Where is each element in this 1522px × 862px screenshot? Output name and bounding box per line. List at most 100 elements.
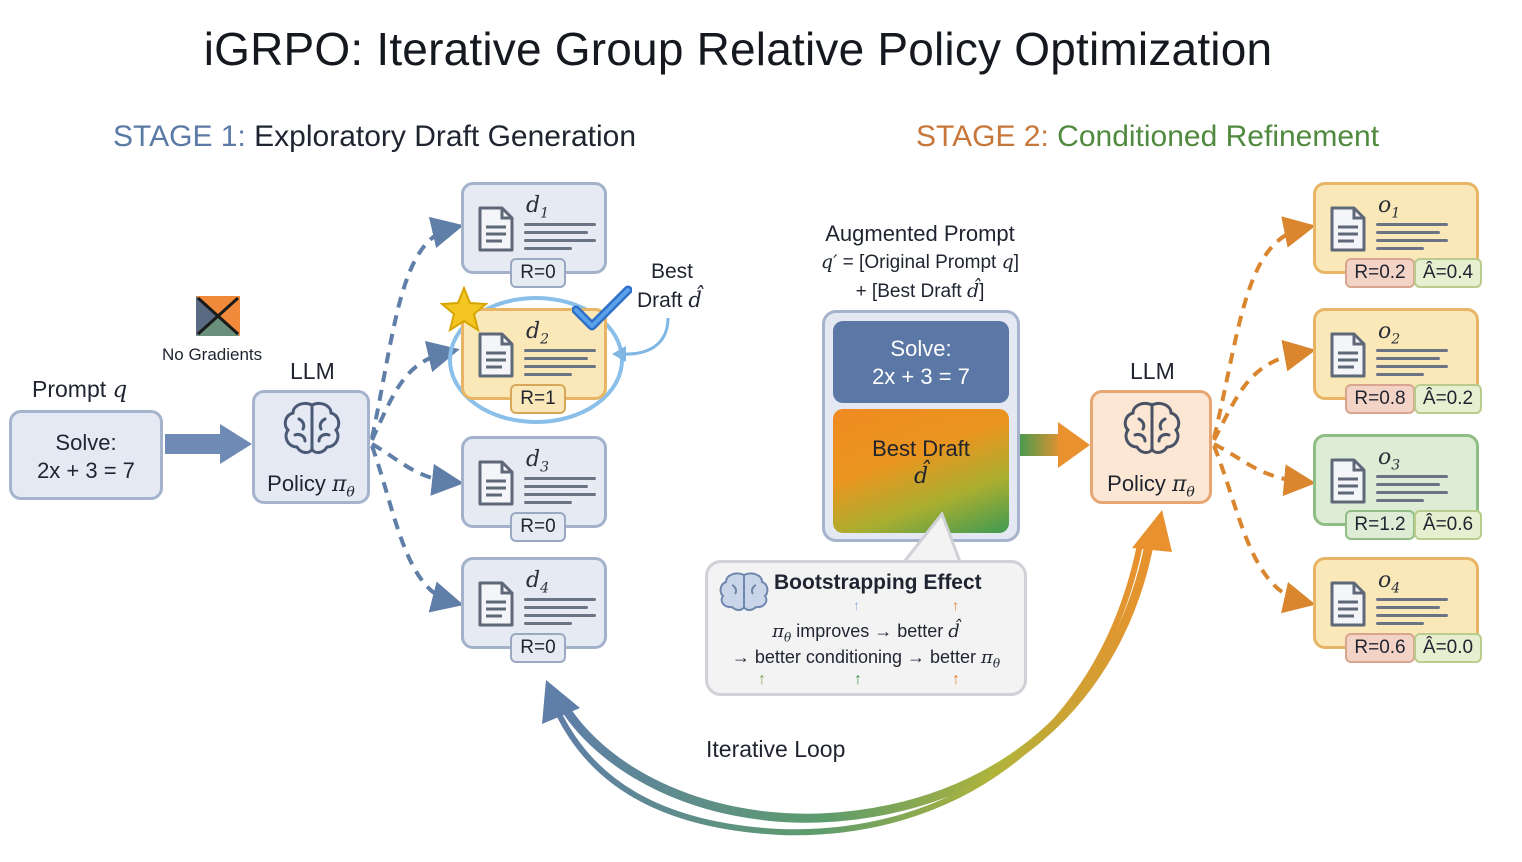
augmented-best2: d̂ [913,464,929,489]
document-icon [1330,206,1366,252]
text-lines [1376,598,1448,630]
document-icon [1330,581,1366,627]
llm1-header: LLM [290,358,335,384]
output-advantage-3: Â=0.6 [1414,510,1482,540]
arrow-to-o1 [1212,216,1316,439]
llm1-policy-text: Policy [267,471,326,496]
up-arrow-icon: ↑ [758,671,766,688]
arrow-to-d2 [370,340,460,441]
text-lines [1376,475,1448,507]
output-advantage-2: Â=0.2 [1414,384,1482,414]
arrow-to-d4 [370,445,464,613]
text-lines [524,477,596,509]
augmented-best1: Best Draft [872,436,970,461]
bootstrapping-line2: → better conditioning → better πθ [708,647,1024,671]
arrow-to-o4 [1212,445,1316,614]
draft-card-3: d3 [461,436,607,528]
document-icon [478,332,514,378]
augmented-line3-text: + [Best Draft [855,281,967,302]
stage2-heading: STAGE 2: Conditioned Refinement [916,120,1379,154]
augmented-title: Augmented Prompt [825,221,1015,246]
llm2-pi: π [1171,472,1187,497]
prompt-box: Solve: 2x + 3 = 7 [9,410,163,500]
text-lines [524,598,596,630]
llm-to-outputs-arrows [1212,216,1316,614]
document-icon [478,581,514,627]
draft-reward-4: R=0 [510,633,566,663]
boot-pi2: π [981,647,993,668]
output-label: o3 [1378,445,1401,474]
boot-pi1: π [772,621,784,642]
best-draft-line1: Best [651,260,694,283]
llm2-policy-text: Policy [1107,471,1166,496]
document-icon [478,206,514,252]
up-arrow-icon: ↑ [952,671,960,688]
draft-reward-1: R=0 [510,258,566,288]
augmented-prompt-box: Solve: 2x + 3 = 7 Best Draft d̂ [822,310,1020,542]
up-arrow-icon: ↑ [854,671,862,688]
llm2-policy-label: Policy πθ [1093,471,1209,500]
arrow-to-d3 [371,442,464,496]
up-arrow-icon: ↑ [952,597,959,613]
augmented-dhat: d̂ [966,280,980,302]
augmented-solve-panel: Solve: 2x + 3 = 7 [833,321,1009,403]
diagram-title: iGRPO: Iterative Group Relative Policy O… [203,23,1273,75]
augmented-solve2: 2x + 3 = 7 [872,364,970,389]
iterative-loop-arrow [542,510,1172,836]
prompt-var: q [112,377,128,403]
output-label: o2 [1378,319,1401,348]
bootstrapping-title: Bootstrapping Effect [774,571,982,594]
augmented-caption: Augmented Prompt q′ = [Original Prompt q… [760,220,1080,306]
prompt-to-llm-arrow [165,424,252,464]
stage1-prefix: STAGE 1: [113,120,246,153]
draft-label: d4 [526,568,550,597]
text-lines [524,223,596,255]
arrow-to-d1 [370,216,464,439]
output-advantage-1: Â=0.4 [1414,258,1482,288]
output-reward-3: R=1.2 [1345,510,1415,540]
brain-icon [1123,401,1181,454]
star-icon [440,286,488,332]
draft-label: d3 [526,447,550,476]
stage2-name: Conditioned Refinement [1057,120,1380,153]
augmented-qprime: q′ [820,251,838,273]
llm1-theta: θ [346,484,355,501]
text-lines [1376,349,1448,381]
output-reward-4: R=0.6 [1345,633,1415,663]
prompt-label: Prompt q [32,376,127,403]
document-icon [1330,458,1366,504]
augmented-q: q [1001,251,1014,273]
stage1-heading: STAGE 1: Exploratory Draft Generation [113,120,636,154]
best-draft-pointer [619,317,670,356]
checkmark-icon [572,285,632,331]
iterative-loop-label: Iterative Loop [706,736,846,762]
bootstrapping-callout: Bootstrapping Effect ↑ ↑ πθ improves → b… [705,560,1027,696]
document-icon [478,460,514,506]
llm2-header: LLM [1130,358,1175,384]
prompt-line2: 2x + 3 = 7 [37,458,135,483]
prompt-label-text: Prompt [32,376,107,402]
output-label: o1 [1378,193,1401,222]
best-draft-highlight [448,296,624,424]
draft-reward-2: R=1 [510,384,566,414]
no-gradients-label: No Gradients [162,345,263,364]
arrow-to-o3 [1213,442,1316,497]
best-draft-line2: Draft [637,289,683,312]
text-lines [524,349,596,381]
llm1-policy-box: Policy πθ [252,390,370,504]
best-draft-var: d̂ [688,288,702,312]
boot-dhat: d̂ [948,621,960,642]
draft-label: d2 [526,319,550,348]
output-reward-1: R=0.2 [1345,258,1415,288]
brain-icon [719,572,769,611]
best-draft-label: Best Draft d̂ [637,258,702,315]
augmented-solve1: Solve: [890,336,952,361]
callout-pointer [900,512,968,564]
llm1-policy-label: Policy πθ [255,471,367,500]
draft-reward-3: R=0 [510,512,566,542]
boot-line2-text: → better conditioning → better [731,647,982,667]
augmented-to-llm-arrow [1020,422,1090,468]
up-arrow-icon: ↑ [853,597,860,613]
